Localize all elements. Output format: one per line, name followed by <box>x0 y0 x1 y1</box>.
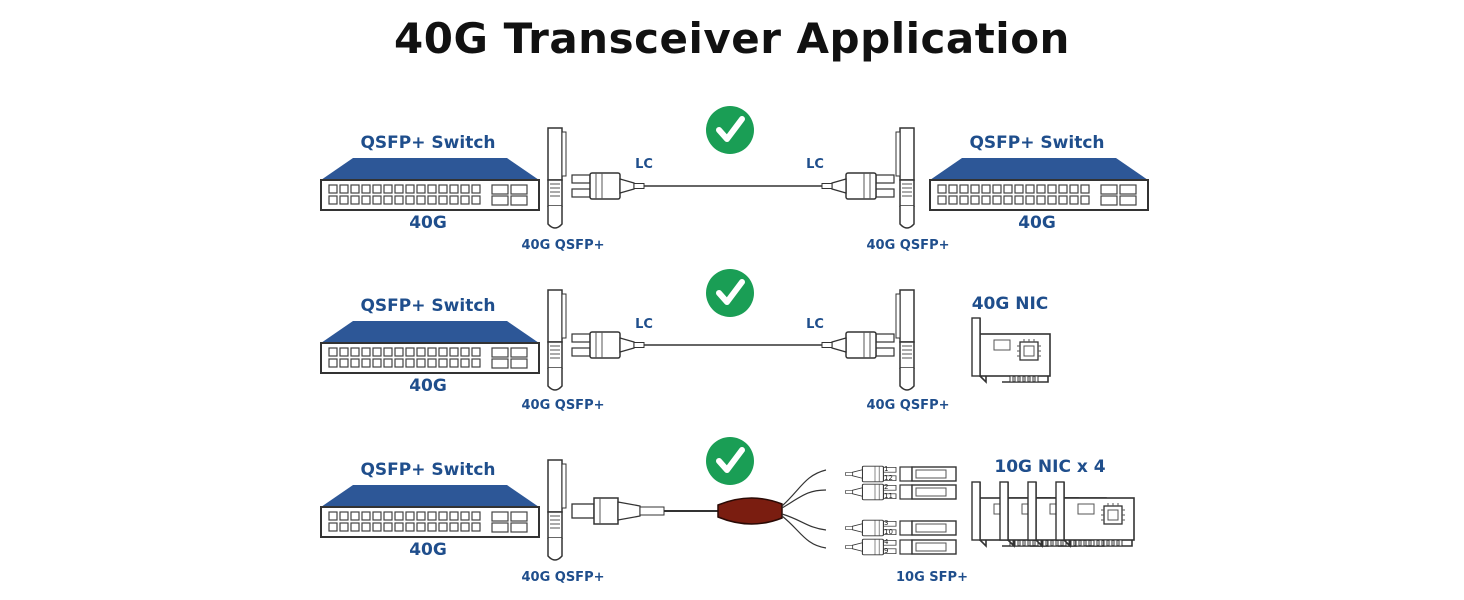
mtp-connector-icon <box>571 497 665 525</box>
left-switch-label: QSFP+ Switch <box>360 460 495 480</box>
transceiver-icon <box>547 289 567 391</box>
right-nic-label: 40G NIC <box>972 294 1049 314</box>
left-connector-label: LC <box>635 317 653 332</box>
right-connector-label: LC <box>806 317 824 332</box>
right-module-label: 40G QSFP+ <box>866 238 949 253</box>
lc-connector-icon <box>821 172 895 200</box>
switch-icon <box>320 157 540 211</box>
transceiver-icon <box>547 127 567 229</box>
left-connector-label: LC <box>635 157 653 172</box>
left-switch-label: QSFP+ Switch <box>360 296 495 316</box>
sfp-module-icon <box>899 539 957 555</box>
check-icon <box>706 269 754 317</box>
switch-icon <box>320 484 540 538</box>
left-module-label: 40G QSFP+ <box>521 398 604 413</box>
nic-card-icon <box>1055 481 1135 547</box>
left-module-label: 40G QSFP+ <box>521 570 604 585</box>
nic-card-icon <box>971 317 1051 383</box>
right-nic-label: 10G NIC x 4 <box>994 457 1105 477</box>
row-2: QSFP+ Switch 40G 40G QSFP+ LC LC 40G QSF… <box>320 269 1051 413</box>
right-speed-label: 40G <box>1018 213 1056 233</box>
fanout-cables <box>781 469 827 549</box>
lc-connector-icon <box>821 331 895 359</box>
sfp-module-icon <box>899 484 957 500</box>
lc-connector-icon <box>571 331 645 359</box>
switch-icon <box>929 157 1149 211</box>
lc-connector-icon <box>571 172 645 200</box>
page-title: 40G Transceiver Application <box>394 14 1070 63</box>
fiber-number: 11 <box>884 492 893 500</box>
row-3: QSFP+ Switch 40G 40G QSFP+ <box>320 437 1135 585</box>
right-connector-label: LC <box>806 157 824 172</box>
left-speed-label: 40G <box>409 213 447 233</box>
breakout-boot <box>717 497 783 525</box>
fiber-number: 10 <box>884 528 893 536</box>
fiber-number: 12 <box>884 474 893 482</box>
check-icon <box>706 106 754 154</box>
check-icon <box>706 437 754 485</box>
transceiver-icon <box>547 459 567 561</box>
fiber-number: 1 <box>884 465 888 473</box>
right-switch-label: QSFP+ Switch <box>969 133 1104 153</box>
right-module-label: 40G QSFP+ <box>866 398 949 413</box>
sfp-module-icon <box>899 520 957 536</box>
left-switch-label: QSFP+ Switch <box>360 133 495 153</box>
fiber-number: 9 <box>884 547 888 555</box>
sfp-module-icon <box>899 466 957 482</box>
row-1: QSFP+ Switch 40G 40G QSFP+ LC LC 40G QSF… <box>320 106 1149 253</box>
left-speed-label: 40G <box>409 540 447 560</box>
transceiver-icon <box>895 127 915 229</box>
left-module-label: 40G QSFP+ <box>521 238 604 253</box>
transceiver-icon <box>895 289 915 391</box>
fiber-number: 2 <box>884 483 888 491</box>
right-module-label: 10G SFP+ <box>896 570 968 585</box>
fiber-number: 4 <box>884 538 889 546</box>
left-speed-label: 40G <box>409 376 447 396</box>
switch-icon <box>320 320 540 374</box>
fiber-number: 3 <box>884 519 888 527</box>
